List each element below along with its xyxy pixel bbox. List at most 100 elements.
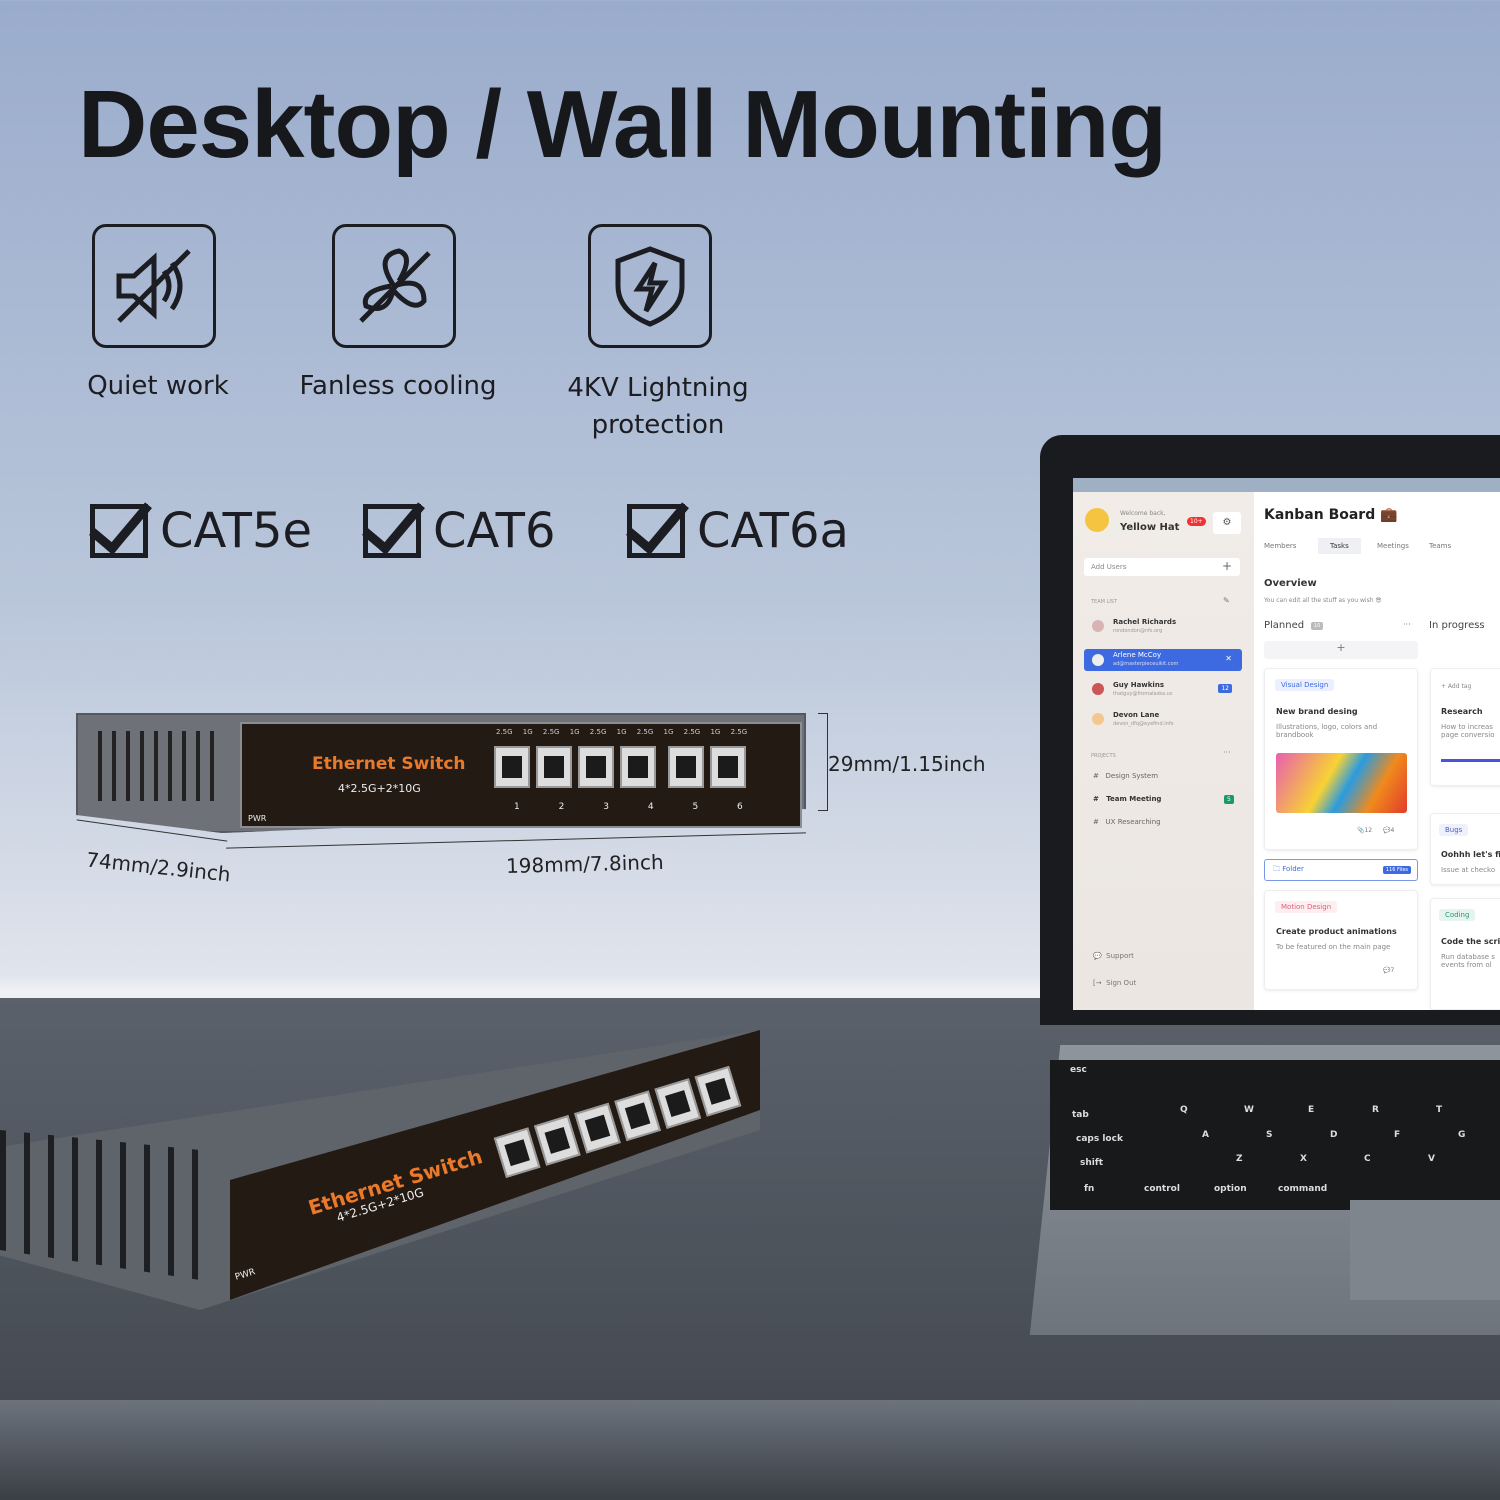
overview-subtitle: You can edit all the stuff as you wish 😎	[1264, 597, 1382, 604]
plus-icon: +	[1221, 559, 1232, 573]
vent-grille	[98, 731, 218, 801]
attachments-count: 📎12	[1357, 827, 1373, 834]
key[interactable]: X	[1300, 1154, 1307, 1164]
key[interactable]: Z	[1236, 1154, 1243, 1164]
checkbox-icon	[90, 504, 148, 558]
key[interactable]: command	[1278, 1184, 1328, 1194]
key[interactable]: fn	[1084, 1184, 1095, 1194]
tag: Coding	[1439, 909, 1476, 921]
comments-count: 💬4	[1383, 827, 1395, 834]
close-icon: ✕	[1225, 654, 1232, 663]
overview-heading: Overview	[1264, 578, 1317, 589]
tag: Motion Design	[1275, 901, 1338, 913]
more-icon[interactable]: ···	[1223, 748, 1231, 757]
trackpad[interactable]	[1350, 1200, 1500, 1300]
laptop-screen: Welcome back, Yellow Hat 10+ ⚙ Add Users…	[1073, 478, 1500, 1010]
brand-label: Ethernet Switch	[312, 754, 466, 774]
key[interactable]: E	[1308, 1105, 1315, 1115]
tab-meetings[interactable]: Meetings	[1377, 542, 1409, 550]
cable-cat5e: CAT5e	[90, 503, 312, 559]
port-group	[494, 746, 752, 792]
welcome-text: Welcome back,	[1120, 510, 1166, 517]
notification-badge[interactable]: 10+	[1187, 517, 1206, 526]
power-led-label: PWR	[248, 814, 267, 823]
ethernet-port[interactable]	[536, 746, 572, 788]
cable-cat6: CAT6	[363, 503, 555, 559]
feature-label: 4KV Lightning protection	[567, 373, 749, 440]
board-title: Kanban Board 💼	[1264, 507, 1398, 523]
task-card[interactable]: Motion Design Create product animations …	[1264, 890, 1418, 990]
key[interactable]: F	[1394, 1130, 1401, 1140]
more-icon[interactable]: ···	[1403, 620, 1411, 629]
key[interactable]: option	[1214, 1184, 1247, 1194]
key[interactable]: Q	[1180, 1105, 1188, 1115]
settings-gear-icon[interactable]: ⚙	[1213, 512, 1241, 534]
ethernet-port[interactable]	[533, 1115, 581, 1166]
sign-out-link[interactable]: [→ Sign Out	[1093, 979, 1137, 987]
task-card[interactable]: + Add tag Research How to increas page c…	[1430, 668, 1500, 786]
key[interactable]: shift	[1080, 1158, 1104, 1168]
count-badge: 5	[1224, 795, 1234, 804]
key[interactable]: V	[1428, 1154, 1435, 1164]
screen-top-bar	[1073, 478, 1500, 492]
depth-dimension: 74mm/2.9inch	[85, 847, 232, 887]
width-dimension-line	[226, 832, 806, 849]
ethernet-port[interactable]	[614, 1090, 661, 1142]
support-link[interactable]: 💬 Support	[1093, 952, 1134, 960]
task-card[interactable]: Coding Code the scrip Run database s eve…	[1430, 898, 1500, 1010]
key[interactable]: control	[1144, 1184, 1180, 1194]
key[interactable]: G	[1458, 1130, 1466, 1140]
ethernet-port[interactable]	[668, 746, 704, 788]
cable-label: CAT6a	[697, 503, 849, 559]
keyboard: esc tab caps lock shift fn control optio…	[1050, 1060, 1500, 1210]
page-title: Desktop / Wall Mounting	[78, 71, 1167, 178]
cable-cat6a: CAT6a	[627, 503, 849, 559]
ethernet-port[interactable]	[578, 746, 614, 788]
ethernet-port[interactable]	[694, 1065, 742, 1117]
add-card-button[interactable]: +	[1264, 641, 1418, 659]
project-item[interactable]: # Team Meeting	[1093, 795, 1162, 803]
key[interactable]: caps lock	[1076, 1134, 1123, 1144]
ethernet-port[interactable]	[654, 1078, 702, 1129]
tab-teams[interactable]: Teams	[1429, 542, 1452, 550]
fan-off-icon	[332, 224, 456, 348]
count-badge: 10	[1311, 622, 1324, 630]
key[interactable]: R	[1372, 1105, 1379, 1115]
ethernet-port[interactable]	[494, 746, 530, 788]
key[interactable]: C	[1364, 1154, 1371, 1164]
key[interactable]: esc	[1070, 1065, 1087, 1075]
add-tag-button: + Add tag	[1441, 683, 1472, 690]
sign-out-icon: [→	[1093, 979, 1102, 987]
ethernet-port[interactable]	[620, 746, 656, 788]
spec-label: 4*2.5G+2*10G	[338, 782, 421, 795]
speaker-muted-icon	[92, 224, 216, 348]
task-card[interactable]: Visual Design New brand desing Illustrat…	[1264, 668, 1418, 850]
project-item[interactable]: # Design System	[1093, 772, 1159, 780]
ethernet-port[interactable]	[574, 1102, 621, 1154]
cable-label: CAT5e	[160, 503, 313, 559]
key[interactable]: W	[1244, 1105, 1254, 1115]
task-card[interactable]: Bugs Oohhh let's fix Issue at checko	[1430, 813, 1500, 885]
project-item[interactable]: # UX Researching	[1093, 818, 1161, 826]
edit-pencil-icon[interactable]: ✎	[1223, 596, 1230, 605]
key[interactable]: A	[1202, 1130, 1209, 1140]
key[interactable]: tab	[1072, 1110, 1089, 1120]
key[interactable]: D	[1330, 1130, 1338, 1140]
key[interactable]: T	[1436, 1105, 1443, 1115]
vent-grille	[0, 1130, 200, 1280]
key[interactable]: S	[1266, 1130, 1273, 1140]
tab-members[interactable]: Members	[1264, 542, 1297, 550]
tab-tasks[interactable]: Tasks	[1318, 538, 1361, 554]
checkbox-icon	[363, 504, 421, 558]
tag: Visual Design	[1275, 679, 1335, 691]
ethernet-port[interactable]	[710, 746, 746, 788]
add-users-input[interactable]: Add Users+	[1084, 558, 1240, 576]
progress-bar	[1441, 759, 1500, 762]
tag: Bugs	[1439, 824, 1469, 836]
feature-label: Fanless cooling	[299, 371, 497, 401]
